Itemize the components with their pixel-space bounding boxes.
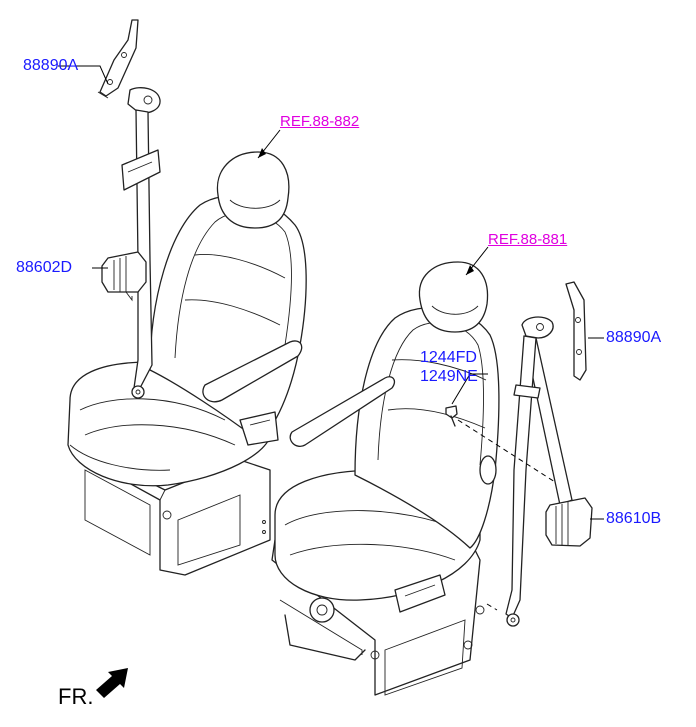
left-seat-armrest: [202, 340, 303, 403]
left-seat: [67, 151, 307, 576]
part-label-88890a-left: 88890A: [23, 57, 79, 74]
part-label-88890a-right: 88890A: [606, 329, 662, 346]
ref-label-88-882[interactable]: REF.88-882: [280, 113, 360, 130]
part-label-1249ne: 1249NE: [420, 368, 478, 385]
leader-lines: [58, 65, 604, 520]
left-lower-anchor: [131, 385, 145, 399]
left-belt-webbing: [133, 109, 153, 389]
right-retractor: [545, 497, 593, 547]
left-upper-anchor-bracket: [99, 19, 139, 97]
right-upper-anchor-bracket: [565, 281, 587, 381]
left-retractor: [101, 251, 147, 293]
part-label-1244fd: 1244FD: [420, 349, 477, 366]
right-lower-anchor: [506, 613, 520, 627]
belt-bolt: [445, 405, 458, 419]
right-seat-belt: [445, 281, 593, 627]
left-seat-belt: [97, 19, 161, 399]
right-seat-headrest: [418, 261, 489, 333]
right-seat: [271, 261, 500, 696]
right-d-ring: [521, 316, 554, 339]
left-seat-headrest: [216, 151, 290, 229]
part-label-88610b: 88610B: [606, 510, 662, 527]
part-label-88602d: 88602D: [16, 259, 73, 276]
front-direction-arrow: [96, 668, 128, 698]
ref-label-88-881[interactable]: REF.88-881: [488, 231, 568, 248]
right-seat-backrest: [354, 306, 500, 549]
front-direction-label: FR.: [58, 684, 94, 709]
